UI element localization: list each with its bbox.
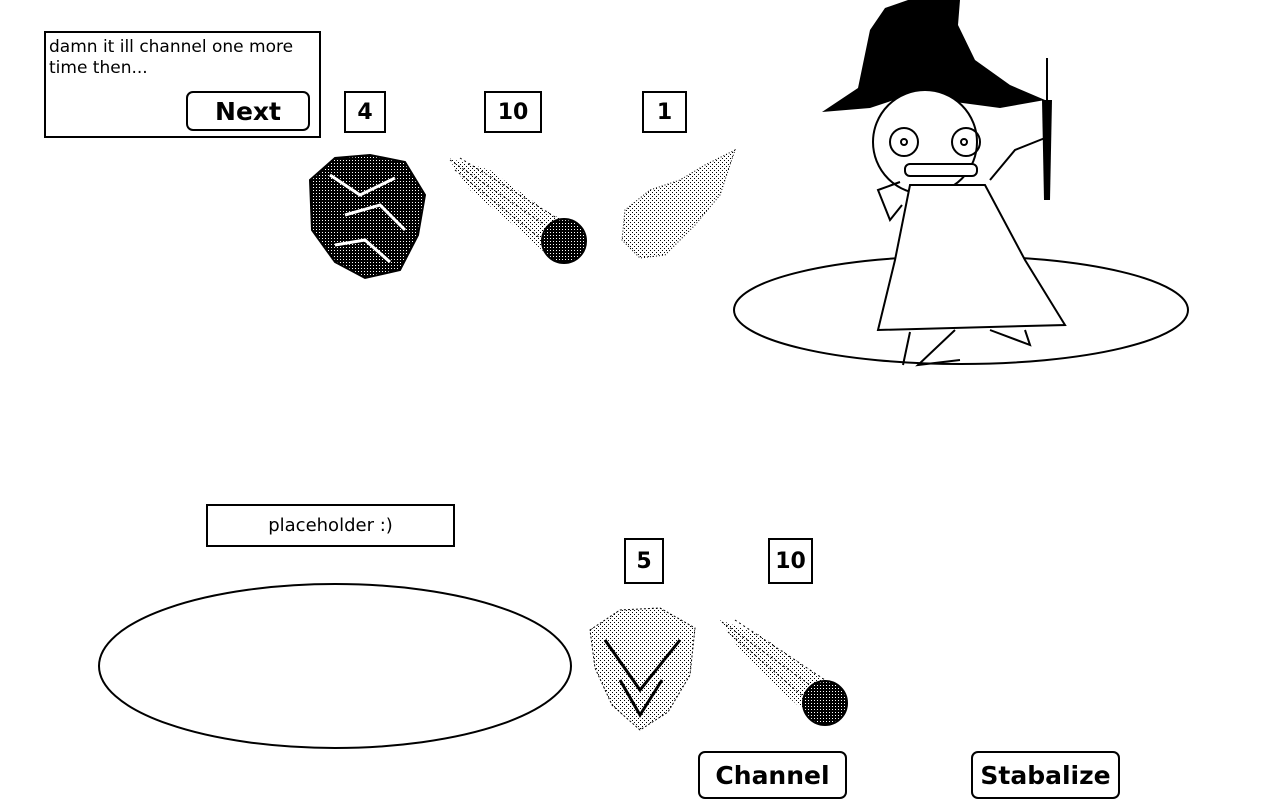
enemy-rock-icon — [308, 153, 427, 280]
player-meteor-icon — [720, 619, 848, 726]
enemy-fireball-icon — [621, 149, 736, 259]
player-status-text: placeholder :) — [268, 515, 393, 536]
channel-button[interactable]: Channel — [698, 751, 847, 799]
stabalize-button[interactable]: Stabalize — [971, 751, 1120, 799]
enemy-rock-count: 4 — [344, 91, 386, 133]
player-shield-count: 5 — [624, 538, 664, 584]
player-shield-icon — [589, 607, 696, 731]
next-button[interactable]: Next — [186, 91, 310, 131]
enemy-fireball-count: 1 — [642, 91, 687, 133]
player-meteor-count: 10 — [768, 538, 813, 584]
player-status-box: placeholder :) — [206, 504, 455, 547]
witch-character — [822, 0, 1067, 367]
enemy-meteor-icon — [448, 157, 587, 264]
enemy-platform — [733, 255, 1189, 365]
dialog-text: damn it ill channel one more time then..… — [49, 37, 294, 78]
dialog-box: damn it ill channel one more time then..… — [44, 31, 321, 138]
enemy-meteor-count: 10 — [484, 91, 542, 133]
player-platform — [98, 583, 572, 749]
